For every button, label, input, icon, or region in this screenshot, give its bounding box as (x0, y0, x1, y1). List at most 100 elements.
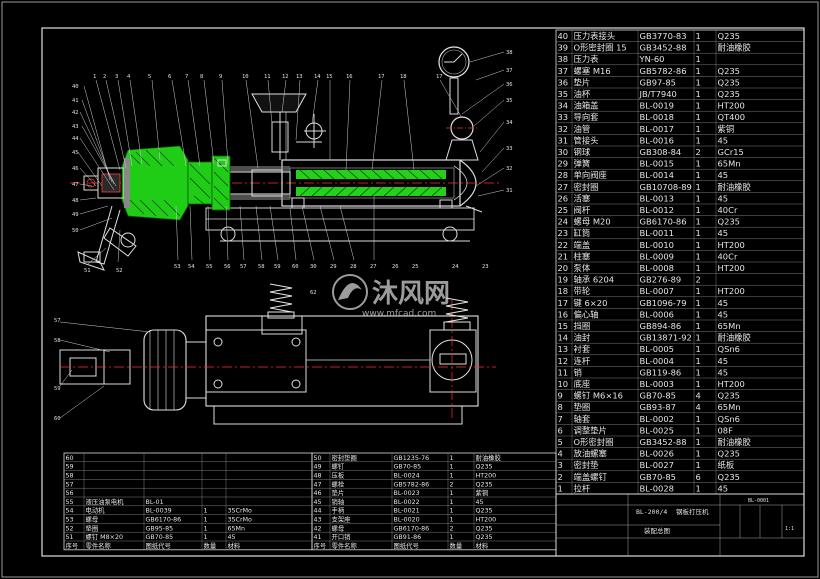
table-cell: 螺钉 M6×16 (574, 391, 623, 401)
table-cell: 1 (696, 66, 701, 76)
table-header-cell: 图纸代号 (394, 541, 419, 550)
table-cell: 49 (314, 464, 322, 471)
table-cell: 3 (558, 460, 563, 470)
table-cell: BL-0007 (640, 286, 674, 296)
table-cell: 1 (696, 135, 701, 145)
table-cell: 7 (558, 414, 563, 424)
table-cell: HT200 (718, 240, 745, 250)
table-cell: Q235 (718, 77, 741, 87)
table-cell: 单向阀座 (574, 170, 607, 180)
table-cell: BL-0004 (640, 356, 674, 366)
table-cell: 16 (558, 309, 569, 319)
svg-text:38: 38 (506, 50, 513, 56)
table-cell: 42 (314, 525, 322, 532)
table-cell: 45 (718, 228, 729, 238)
table-cell: 1 (696, 263, 701, 273)
table-cell: 40Cr (718, 205, 738, 215)
table-cell: BL-0010 (640, 240, 674, 250)
table-cell: 5 (558, 437, 563, 447)
svg-text:54: 54 (188, 264, 195, 270)
table-cell: Q235 (718, 217, 741, 227)
table-cell: 40Cr (718, 251, 738, 261)
table-header-cell: 数量 (450, 541, 463, 550)
table-cell: 管接头 (574, 135, 599, 145)
watermark-url: www.mfcad.com (362, 309, 436, 319)
table-cell: 1 (696, 344, 701, 354)
table-cell: Q235 (476, 534, 493, 541)
table-cell: 紫铜 (718, 124, 735, 134)
table-cell: HT200 (718, 286, 745, 296)
table-cell: 51 (66, 534, 74, 541)
table-cell: GB95-85 (146, 525, 174, 532)
table-cell: 08F (718, 425, 734, 435)
svg-text:53: 53 (174, 264, 181, 270)
table-cell: 1 (696, 425, 701, 435)
table-cell: 1 (696, 193, 701, 203)
table-cell: BL-0012 (640, 205, 674, 215)
table-cell: 45 (718, 170, 729, 180)
table-cell: 1 (696, 240, 701, 250)
table-cell: 2 (696, 275, 701, 285)
table-cell: 27 (558, 182, 569, 192)
table-cell: BL-0002 (640, 414, 674, 424)
table-cell: 销轴 (332, 497, 345, 506)
table-cell: 57 (66, 481, 74, 488)
table-cell: GB10708-89 (640, 182, 692, 192)
table-cell: 8 (558, 402, 563, 412)
table-cell: 螺栓 (332, 479, 345, 488)
table-cell: Q235 (476, 508, 493, 515)
table-cell: 电动机 (86, 506, 106, 515)
table-cell: 1 (696, 159, 701, 169)
main-section-view (70, 46, 500, 271)
table-cell: 1 (450, 516, 454, 523)
table-cell: 螺母 M20 (574, 217, 611, 227)
table-cell: 柱塞 (574, 251, 591, 261)
table-cell: 50 (314, 455, 322, 462)
svg-text:10: 10 (242, 74, 249, 80)
table-cell: 油箱盖 (574, 101, 599, 111)
table-cell: 1 (696, 309, 701, 319)
table-cell: Q235 (718, 391, 741, 401)
table-cell: Q235 (476, 481, 493, 488)
table-cell: 1 (558, 483, 563, 493)
table-cell: 螺母 (332, 523, 345, 532)
table-cell: 端盖螺钉 (574, 472, 608, 482)
table-cell: 4 (696, 391, 701, 401)
table-cell: 31 (558, 135, 569, 145)
table-cell: GB3452-88 (640, 437, 687, 447)
svg-text:60: 60 (292, 264, 299, 270)
svg-text:59: 59 (54, 386, 61, 392)
table-cell: 带轮 (574, 286, 591, 296)
table-cell: 35CrMo (228, 508, 253, 515)
table-cell: BL-0021 (394, 508, 420, 515)
table-cell: 22 (558, 240, 569, 250)
svg-text:16: 16 (346, 74, 353, 80)
table-cell: BL-0005 (640, 344, 674, 354)
table-cell: 压力表 (574, 54, 600, 64)
svg-text:44: 44 (72, 136, 79, 142)
svg-text:1: 1 (93, 74, 96, 80)
table-cell: 键 6×20 (574, 298, 608, 308)
table-cell: 开口销 (332, 532, 352, 541)
table-cell: GB3770-83 (640, 31, 687, 41)
table-header-cell: 零件名称 (86, 541, 112, 550)
table-cell: 1 (696, 170, 701, 180)
table-cell: 偏心轴 (574, 309, 599, 319)
table-cell: 1 (696, 89, 701, 99)
table-cell: 47 (314, 481, 322, 488)
svg-text:51: 51 (84, 268, 91, 274)
table-cell: 58 (66, 472, 74, 479)
table-cell: 螺钉 (332, 462, 345, 471)
table-cell: 56 (66, 490, 74, 497)
table-cell: 65Mn (228, 525, 246, 532)
table-cell: O形密封圈 (574, 437, 614, 447)
table-header-cell: 材料 (228, 541, 241, 550)
table-cell: 1 (450, 464, 454, 471)
table-header-cell: 序号 (314, 541, 327, 550)
table-cell: GB6170-86 (394, 525, 430, 532)
sheet-label: 装配总图 (644, 526, 670, 535)
svg-text:60: 60 (54, 416, 61, 422)
table-cell: Q235 (718, 449, 741, 459)
table-cell: GB6170-86 (146, 516, 182, 523)
